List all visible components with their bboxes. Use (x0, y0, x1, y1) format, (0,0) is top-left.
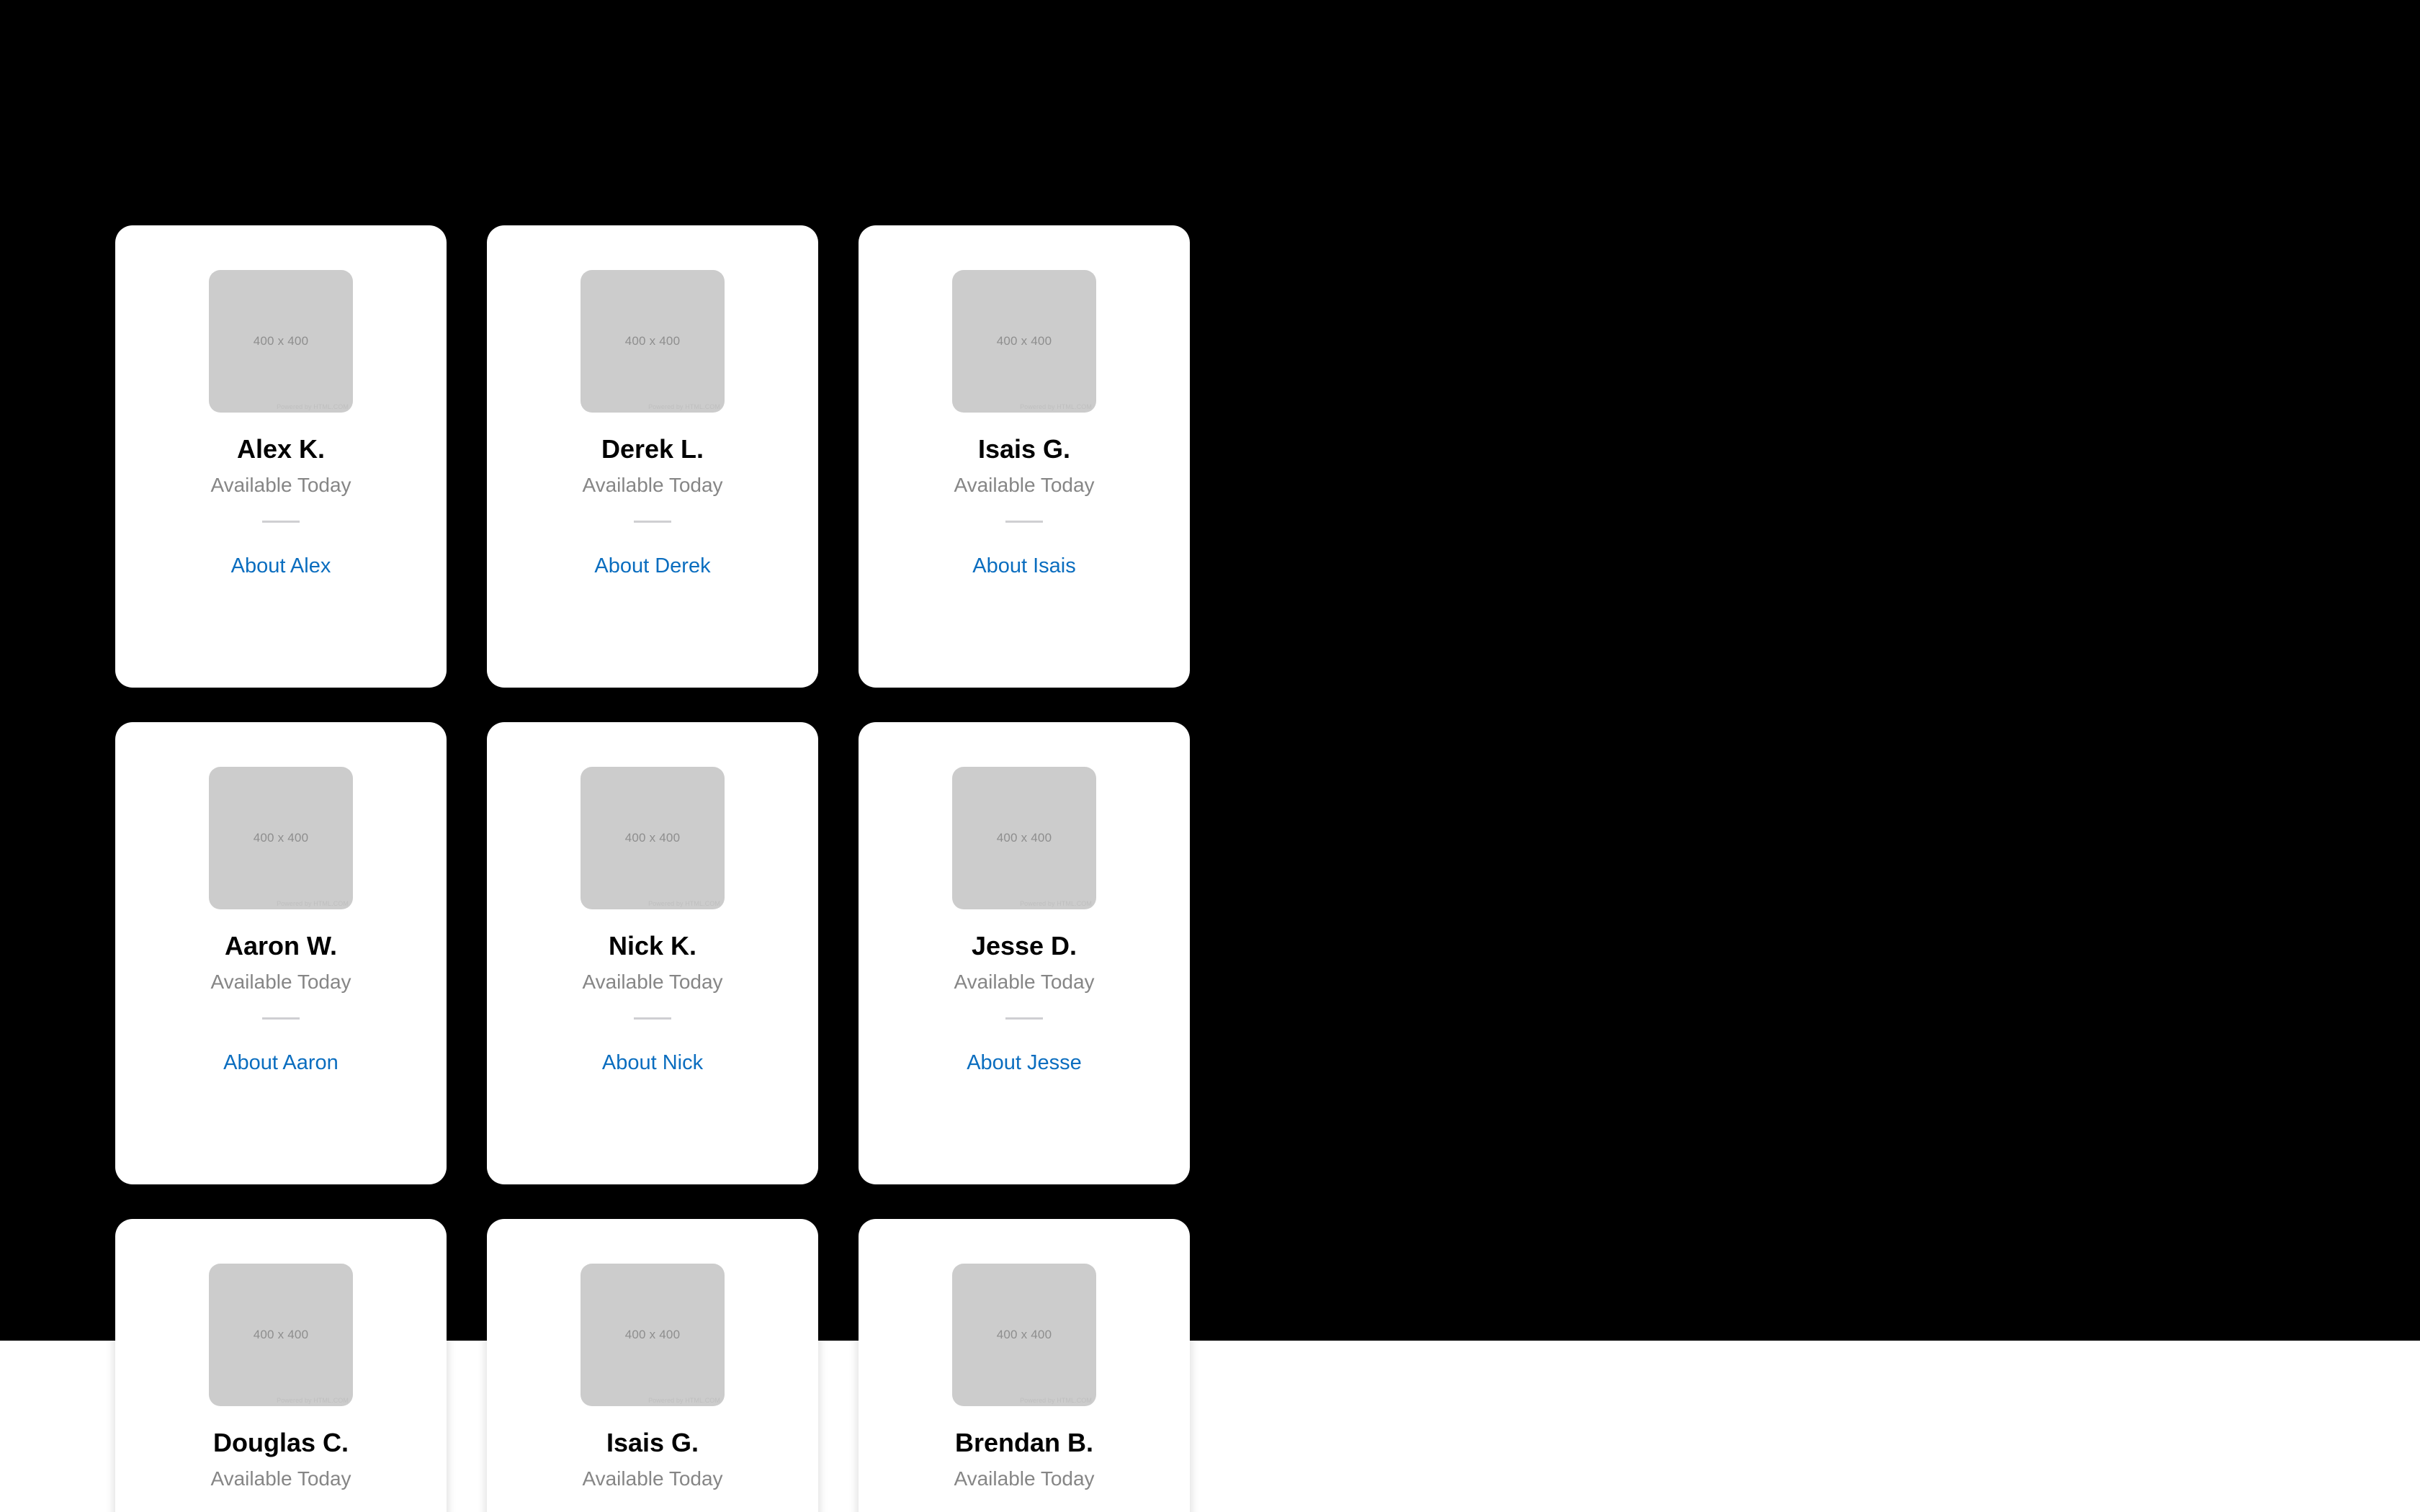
placeholder-watermark: Powered by HTML.COM (648, 403, 720, 410)
profile-status: Available Today (954, 1467, 1095, 1490)
card-divider (262, 520, 300, 523)
profile-card[interactable]: 400 x 400 Powered by HTML.COM Derek L. A… (487, 225, 818, 688)
profile-image-placeholder: 400 x 400 Powered by HTML.COM (209, 270, 353, 413)
profile-card[interactable]: 400 x 400 Powered by HTML.COM Isais G. A… (487, 1219, 818, 1512)
profile-name: Isais G. (977, 434, 1071, 464)
profile-status: Available Today (954, 971, 1095, 994)
placeholder-watermark: Powered by HTML.COM (648, 900, 720, 907)
profile-name: Aaron W. (224, 931, 337, 960)
profile-name: Douglas C. (212, 1428, 349, 1457)
placeholder-watermark: Powered by HTML.COM (1020, 900, 1092, 907)
profile-image-placeholder: 400 x 400 Powered by HTML.COM (581, 1264, 725, 1406)
profile-status: Available Today (582, 474, 723, 497)
placeholder-size-label: 400 x 400 (253, 334, 309, 348)
profile-name: Derek L. (601, 434, 704, 464)
profile-image-placeholder: 400 x 400 Powered by HTML.COM (581, 270, 725, 413)
profile-card-grid: 400 x 400 Powered by HTML.COM Alex K. Av… (115, 225, 1190, 1512)
placeholder-watermark: Powered by HTML.COM (648, 1397, 720, 1404)
profile-name: Alex K. (236, 434, 326, 464)
profile-image-placeholder: 400 x 400 Powered by HTML.COM (209, 1264, 353, 1406)
profile-card[interactable]: 400 x 400 Powered by HTML.COM Aaron W. A… (115, 722, 447, 1184)
placeholder-size-label: 400 x 400 (253, 1328, 309, 1341)
profile-status: Available Today (210, 1467, 351, 1490)
profile-card[interactable]: 400 x 400 Powered by HTML.COM Brendan B.… (859, 1219, 1190, 1512)
profile-image-placeholder: 400 x 400 Powered by HTML.COM (209, 767, 353, 909)
placeholder-watermark: Powered by HTML.COM (277, 403, 349, 410)
profile-name: Isais G. (606, 1428, 699, 1457)
profile-name: Jesse D. (971, 931, 1077, 960)
about-link[interactable]: About Isais (972, 554, 1076, 577)
card-divider (262, 1017, 300, 1020)
profile-status: Available Today (954, 474, 1095, 497)
placeholder-size-label: 400 x 400 (996, 831, 1052, 845)
placeholder-size-label: 400 x 400 (253, 831, 309, 845)
placeholder-size-label: 400 x 400 (624, 334, 681, 348)
placeholder-size-label: 400 x 400 (624, 831, 681, 845)
profile-image-placeholder: 400 x 400 Powered by HTML.COM (952, 767, 1096, 909)
about-link[interactable]: About Derek (594, 554, 711, 577)
placeholder-size-label: 400 x 400 (624, 1328, 681, 1341)
profile-card[interactable]: 400 x 400 Powered by HTML.COM Jesse D. A… (859, 722, 1190, 1184)
card-divider (634, 1017, 671, 1020)
profile-card[interactable]: 400 x 400 Powered by HTML.COM Nick K. Av… (487, 722, 818, 1184)
profile-image-placeholder: 400 x 400 Powered by HTML.COM (581, 767, 725, 909)
profile-status: Available Today (582, 971, 723, 994)
profile-image-placeholder: 400 x 400 Powered by HTML.COM (952, 1264, 1096, 1406)
profile-image-placeholder: 400 x 400 Powered by HTML.COM (952, 270, 1096, 413)
about-link[interactable]: About Jesse (967, 1050, 1082, 1074)
profile-name: Nick K. (608, 931, 697, 960)
about-link[interactable]: About Alex (230, 554, 331, 577)
card-divider (634, 520, 671, 523)
placeholder-size-label: 400 x 400 (996, 1328, 1052, 1341)
placeholder-size-label: 400 x 400 (996, 334, 1052, 348)
profile-card[interactable]: 400 x 400 Powered by HTML.COM Alex K. Av… (115, 225, 447, 688)
about-link[interactable]: About Nick (601, 1050, 704, 1074)
placeholder-watermark: Powered by HTML.COM (1020, 403, 1092, 410)
profile-status: Available Today (582, 1467, 723, 1490)
card-divider (1005, 1017, 1043, 1020)
profile-name: Brendan B. (954, 1428, 1094, 1457)
profile-status: Available Today (210, 474, 351, 497)
about-link[interactable]: About Aaron (223, 1050, 339, 1074)
placeholder-watermark: Powered by HTML.COM (277, 900, 349, 907)
profile-card[interactable]: 400 x 400 Powered by HTML.COM Isais G. A… (859, 225, 1190, 688)
placeholder-watermark: Powered by HTML.COM (277, 1397, 349, 1404)
placeholder-watermark: Powered by HTML.COM (1020, 1397, 1092, 1404)
profile-status: Available Today (210, 971, 351, 994)
profile-card[interactable]: 400 x 400 Powered by HTML.COM Douglas C.… (115, 1219, 447, 1512)
card-divider (1005, 520, 1043, 523)
